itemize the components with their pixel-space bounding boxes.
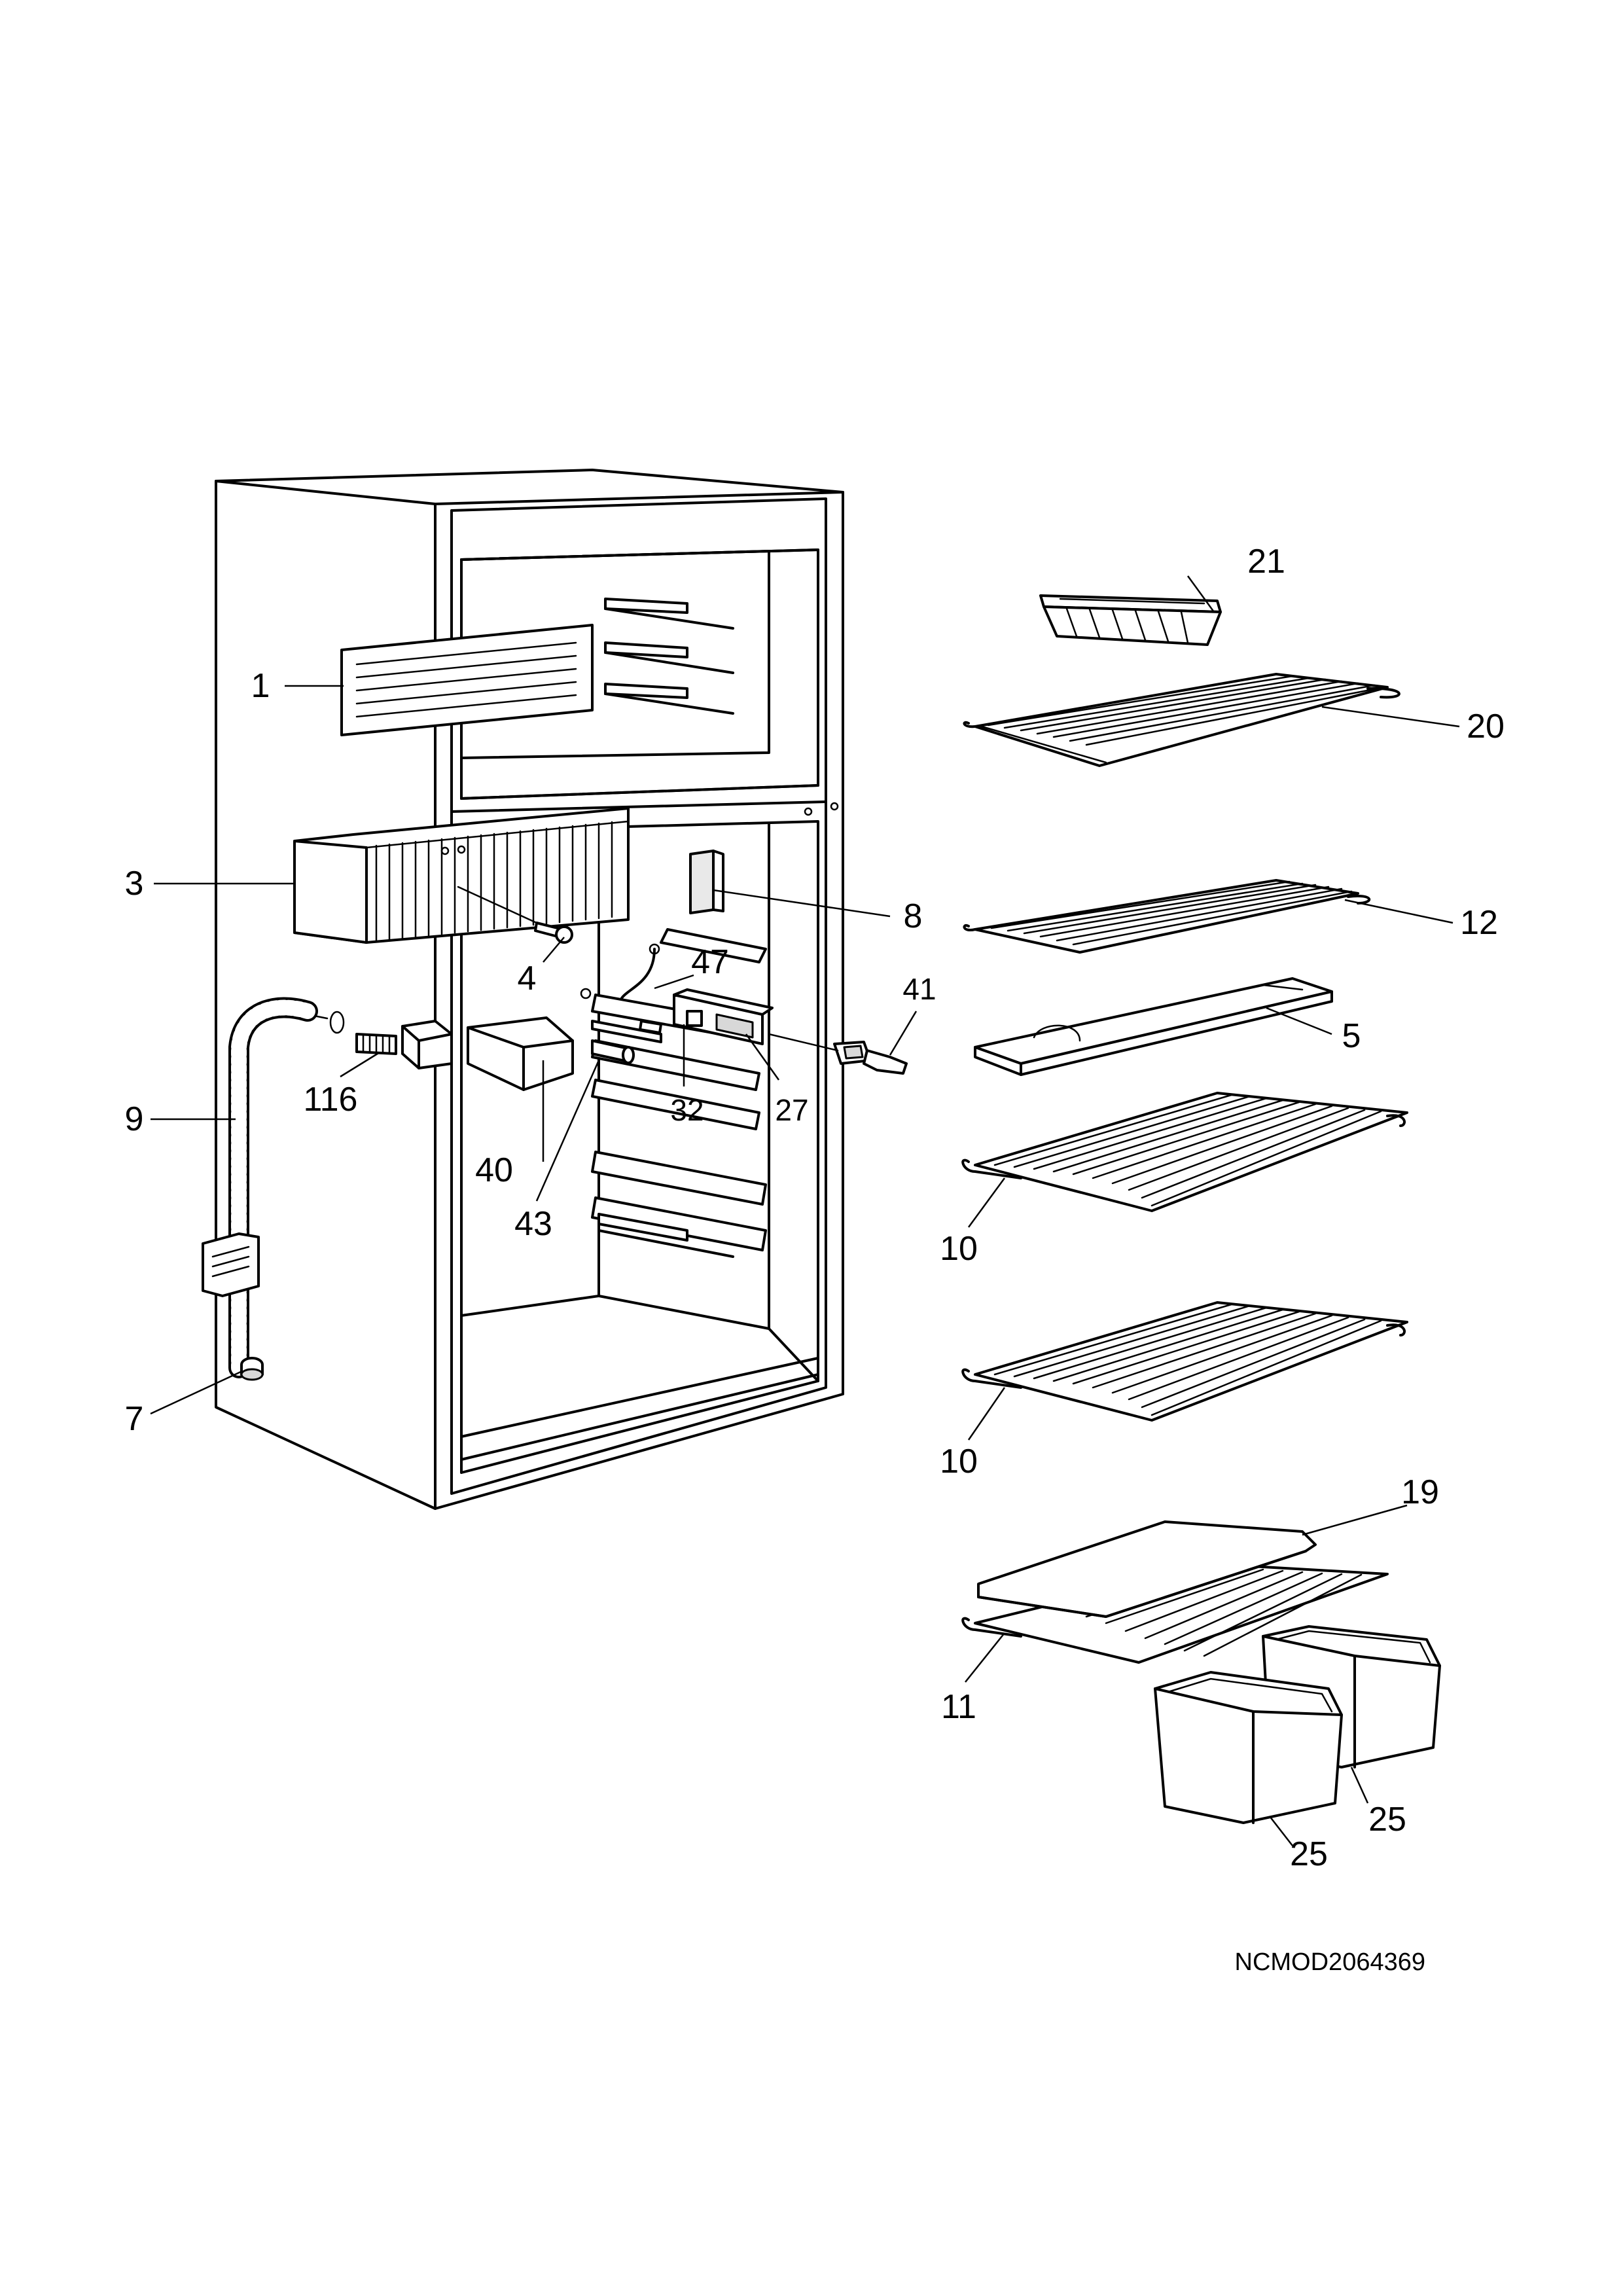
screw bbox=[457, 886, 573, 944]
callout-8: 8 bbox=[904, 897, 923, 935]
callout-47: 47 bbox=[691, 943, 729, 981]
callout-12: 12 bbox=[1460, 904, 1498, 942]
vent-grille bbox=[340, 624, 594, 736]
callout-10-upper: 10 bbox=[940, 1230, 978, 1268]
freezer-wire-shelf bbox=[963, 673, 1400, 767]
callout-20: 20 bbox=[1467, 708, 1505, 745]
callout-11: 11 bbox=[941, 1688, 976, 1726]
callout-9: 9 bbox=[125, 1100, 144, 1138]
callout-25-front: 25 bbox=[1290, 1835, 1328, 1873]
callout-4: 4 bbox=[518, 960, 537, 997]
glass-shelf bbox=[977, 1520, 1317, 1618]
connector bbox=[306, 1011, 453, 1069]
lamp-holder bbox=[768, 1033, 908, 1075]
callout-3: 3 bbox=[125, 865, 144, 903]
light-housing bbox=[580, 943, 774, 1045]
callout-10-lower: 10 bbox=[940, 1443, 978, 1480]
wire-shelf-upper bbox=[963, 879, 1371, 954]
lamp bbox=[591, 1039, 635, 1064]
callout-41: 41 bbox=[902, 972, 936, 1006]
callout-116: 116 bbox=[304, 1081, 358, 1119]
callout-1: 1 bbox=[251, 667, 270, 705]
callout-21: 21 bbox=[1247, 543, 1285, 581]
condenser bbox=[293, 807, 630, 944]
callout-19: 19 bbox=[1401, 1473, 1439, 1511]
callout-labels: 1 3 4 5 7 8 9 10 10 11 12 19 20 21 25 25… bbox=[125, 543, 1505, 1873]
callout-27: 27 bbox=[775, 1093, 808, 1127]
drain-hose bbox=[202, 997, 318, 1378]
callout-32: 32 bbox=[670, 1093, 704, 1127]
ice-cube-tray bbox=[1039, 594, 1222, 646]
callout-40: 40 bbox=[475, 1151, 513, 1189]
leader-lines bbox=[150, 575, 1460, 1846]
callout-25-back: 25 bbox=[1368, 1801, 1406, 1839]
crisper-bin-front bbox=[1154, 1671, 1343, 1824]
drawing-reference-code: NCMOD2064369 bbox=[1235, 1948, 1425, 1976]
wire-shelf-lower bbox=[961, 1301, 1408, 1422]
wire-shelf-middle bbox=[961, 1092, 1408, 1212]
callout-5: 5 bbox=[1342, 1017, 1361, 1055]
callout-7: 7 bbox=[125, 1400, 144, 1438]
adjustable-foot bbox=[240, 1357, 264, 1381]
cover bbox=[467, 1016, 574, 1091]
thermostat-knob bbox=[689, 850, 724, 914]
callout-43: 43 bbox=[514, 1205, 552, 1243]
drip-tray bbox=[974, 977, 1333, 1076]
